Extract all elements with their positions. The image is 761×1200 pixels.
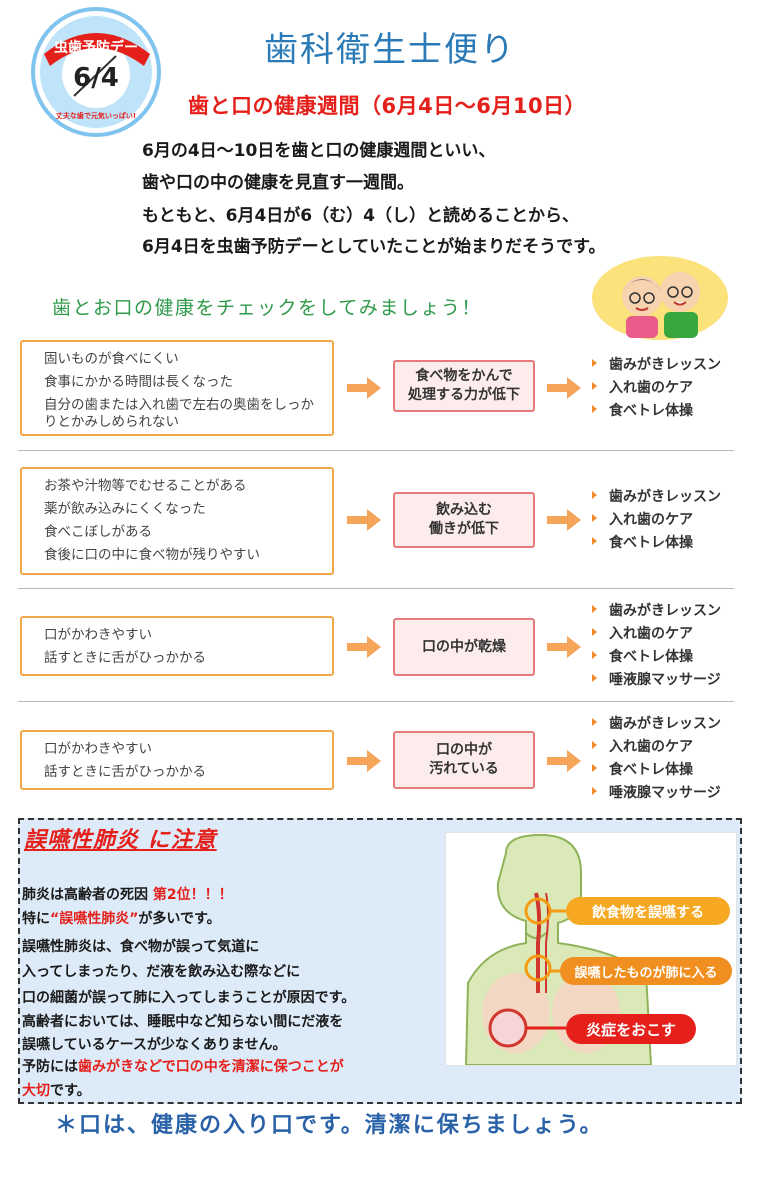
arrow-right-icon [547, 636, 581, 658]
arrow-right-icon [347, 750, 381, 772]
symptom-item: 薬が飲み込みにくくなった [44, 501, 206, 517]
care-list: 歯みがきレッスン 入れ歯のケア 食べトレ体操 [592, 486, 721, 555]
care-item: 歯みがきレッスン [592, 600, 721, 623]
arrow-right-icon [547, 509, 581, 531]
care-list: 歯みがきレッスン 入れ歯のケア 食べトレ体操 唾液腺マッサージ [592, 713, 721, 805]
problem-line: 飲み込む [436, 502, 492, 518]
problem-line: 口の中が [436, 742, 492, 758]
problem-box: 口の中が乾燥 [393, 618, 535, 676]
triangle-bullet-icon [592, 514, 597, 522]
symptom-item: 自分の歯または入れ歯で左右の奥歯をしっかりとかみしめられない [44, 397, 314, 430]
symptom-item: 食事にかかる時間は長くなった [44, 374, 233, 390]
triangle-bullet-icon [592, 674, 597, 682]
care-item: 入れ歯のケア [592, 623, 721, 646]
care-item: 歯みがきレッスン [592, 486, 721, 509]
row-divider [18, 588, 734, 589]
symptom-item: 食後に口の中に食べ物が残りやすい [44, 547, 260, 563]
problem-box: 飲み込む働きが低下 [393, 492, 535, 548]
intro-line: 6月の4日～10日を歯と口の健康週間といい、 [142, 141, 496, 161]
care-item: 歯みがきレッスン [592, 713, 721, 736]
triangle-bullet-icon [592, 405, 597, 413]
problem-box: 食べ物をかんで処理する力が低下 [393, 360, 535, 412]
arrow-right-icon [347, 377, 381, 399]
symptom-item: 口がかわきやすい [44, 741, 152, 757]
problem-line: 働きが低下 [429, 521, 499, 537]
aspiration-line: 高齢者においては、睡眠中など知らない間にだ液を [22, 1014, 344, 1030]
triangle-bullet-icon [592, 491, 597, 499]
aspiration-line: 特に“誤嚥性肺炎”が多いです。 [22, 911, 221, 927]
aspiration-diagram: 飲食物を誤嚥する 誤嚥したものが肺に入る 炎症をおこす [445, 832, 737, 1066]
symptom-box: 口がかわきやすい 話すときに舌がひっかかる [20, 730, 334, 790]
badge-label: 虫歯予防デー [54, 39, 138, 56]
care-item: 食べトレ体操 [592, 646, 721, 669]
symptom-item: 固いものが食べにくい [44, 351, 179, 367]
care-item: 食べトレ体操 [592, 532, 721, 555]
badge-date: 6/4 [73, 63, 119, 93]
badge-slogan: 丈夫な歯で元気いっぱい! [56, 111, 136, 120]
care-item: 入れ歯のケア [592, 377, 721, 400]
check-heading: 歯とお口の健康をチェックをしてみましょう！ [52, 297, 482, 319]
aspiration-title: 誤嚥性肺炎 に注意 [24, 828, 217, 853]
aspiration-line: 誤嚥しているケースが少なくありません。 [22, 1037, 287, 1053]
elderly-couple-illustration [592, 256, 728, 340]
symptom-item: 話すときに舌がひっかかる [44, 764, 206, 780]
care-item: 唾液腺マッサージ [592, 782, 721, 805]
symptom-box: 固いものが食べにくい 食事にかかる時間は長くなった 自分の歯または入れ歯で左右の… [20, 340, 334, 436]
care-list: 歯みがきレッスン 入れ歯のケア 食べトレ体操 [592, 354, 721, 423]
symptom-item: 食べこぼしがある [44, 524, 152, 540]
footer-message: ＊口は、健康の入り口です。清潔に保ちましょう。 [55, 1113, 604, 1138]
care-item: 食べトレ体操 [592, 759, 721, 782]
arrow-right-icon [347, 636, 381, 658]
triangle-bullet-icon [592, 718, 597, 726]
care-item: 歯みがきレッスン [592, 354, 721, 377]
aspiration-line: 誤嚥性肺炎は、食べ物が誤って気道に [22, 939, 260, 955]
cavity-prevention-day-badge: 虫歯予防デー 6/4 丈夫な歯で元気いっぱい! [31, 7, 161, 137]
symptom-item: 口がかわきやすい [44, 627, 152, 643]
arrow-right-icon [547, 377, 581, 399]
symptom-item: 話すときに舌がひっかかる [44, 650, 206, 666]
symptom-box: お茶や汁物等でむせることがある 薬が飲み込みにくくなった 食べこぼしがある 食後… [20, 467, 334, 575]
triangle-bullet-icon [592, 382, 597, 390]
care-item: 唾液腺マッサージ [592, 669, 721, 692]
care-list: 歯みがきレッスン 入れ歯のケア 食べトレ体操 唾液腺マッサージ [592, 600, 721, 692]
care-item: 入れ歯のケア [592, 509, 721, 532]
problem-line: 処理する力が低下 [408, 387, 520, 403]
problem-line: 口の中が乾燥 [422, 638, 506, 655]
triangle-bullet-icon [592, 537, 597, 545]
triangle-bullet-icon [592, 359, 597, 367]
row-divider [18, 701, 734, 702]
problem-box: 口の中が汚れている [393, 731, 535, 789]
intro-line: 歯や口の中の健康を見直す一週間。 [142, 173, 414, 193]
diagram-label: 炎症をおこす [586, 1021, 676, 1039]
arrow-right-icon [547, 750, 581, 772]
triangle-bullet-icon [592, 787, 597, 795]
triangle-bullet-icon [592, 628, 597, 636]
aspiration-line: 肺炎は高齢者の死因 第2位！！！ [22, 887, 233, 903]
triangle-bullet-icon [592, 741, 597, 749]
problem-line: 食べ物をかんで [415, 368, 513, 384]
problem-line: 汚れている [429, 761, 499, 777]
triangle-bullet-icon [592, 651, 597, 659]
row-divider [18, 450, 734, 451]
symptom-box: 口がかわきやすい 話すときに舌がひっかかる [20, 616, 334, 676]
diagram-label: 飲食物を誤嚥する [591, 904, 704, 921]
arrow-right-icon [347, 509, 381, 531]
care-item: 入れ歯のケア [592, 736, 721, 759]
aspiration-line: 大切です。 [22, 1083, 91, 1099]
care-item: 食べトレ体操 [592, 400, 721, 423]
triangle-bullet-icon [592, 764, 597, 772]
diagram-label: 誤嚥したものが肺に入る [574, 965, 717, 981]
aspiration-line: 予防には歯みがきなどで口の中を清潔に保つことが [22, 1059, 344, 1075]
intro-line: もともと、6月4日が6（む）4（し）と読めることから、 [142, 206, 579, 226]
aspiration-line: 入ってしまったり、だ液を飲み込む際などに [22, 964, 301, 980]
page-subtitle: 歯と口の健康週間（6月4日～6月10日） [188, 94, 587, 118]
triangle-bullet-icon [592, 605, 597, 613]
page-title: 歯科衛生士便り [264, 30, 516, 70]
symptom-item: お茶や汁物等でむせることがある [44, 478, 247, 494]
aspiration-line: 口の細菌が誤って肺に入ってしまうことが原因です。 [22, 990, 356, 1006]
intro-line: 6月4日を虫歯予防デーとしていたことが始まりだそうです。 [142, 237, 606, 257]
